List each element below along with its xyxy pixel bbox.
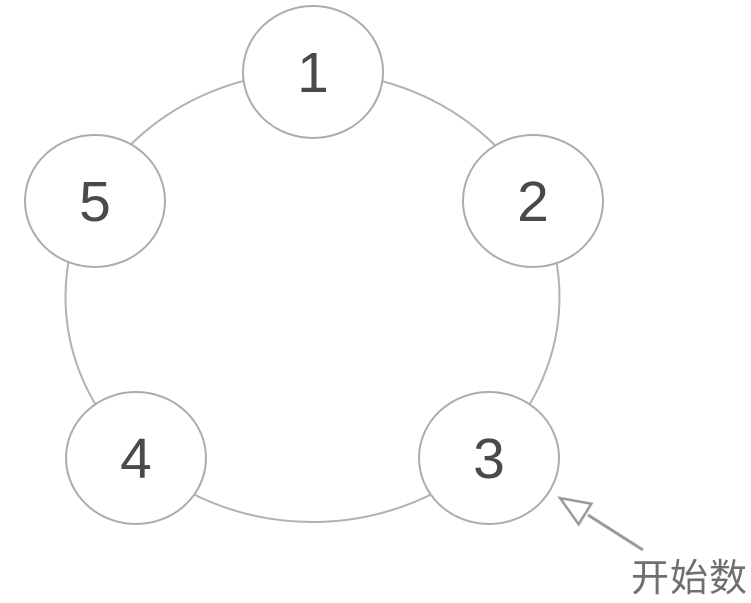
start-label: 开始数 — [631, 558, 748, 600]
node-2-label: 2 — [517, 170, 549, 234]
node-4: 4 — [65, 391, 207, 525]
node-2: 2 — [462, 134, 604, 268]
node-3: 3 — [418, 391, 560, 525]
node-4-label: 4 — [120, 427, 152, 491]
node-5: 5 — [24, 134, 166, 268]
node-3-label: 3 — [473, 427, 505, 491]
node-4-circle — [65, 391, 207, 525]
node-5-circle — [24, 134, 166, 268]
node-5-label: 5 — [79, 170, 111, 234]
arrow-shaft — [587, 513, 644, 552]
node-2-circle — [462, 134, 604, 268]
node-1-circle — [242, 5, 384, 139]
arrow-head-icon — [557, 496, 594, 527]
node-1-label: 1 — [297, 41, 329, 105]
node-3-circle — [418, 391, 560, 525]
start-arrow — [557, 496, 644, 552]
node-1: 1 — [242, 5, 384, 139]
